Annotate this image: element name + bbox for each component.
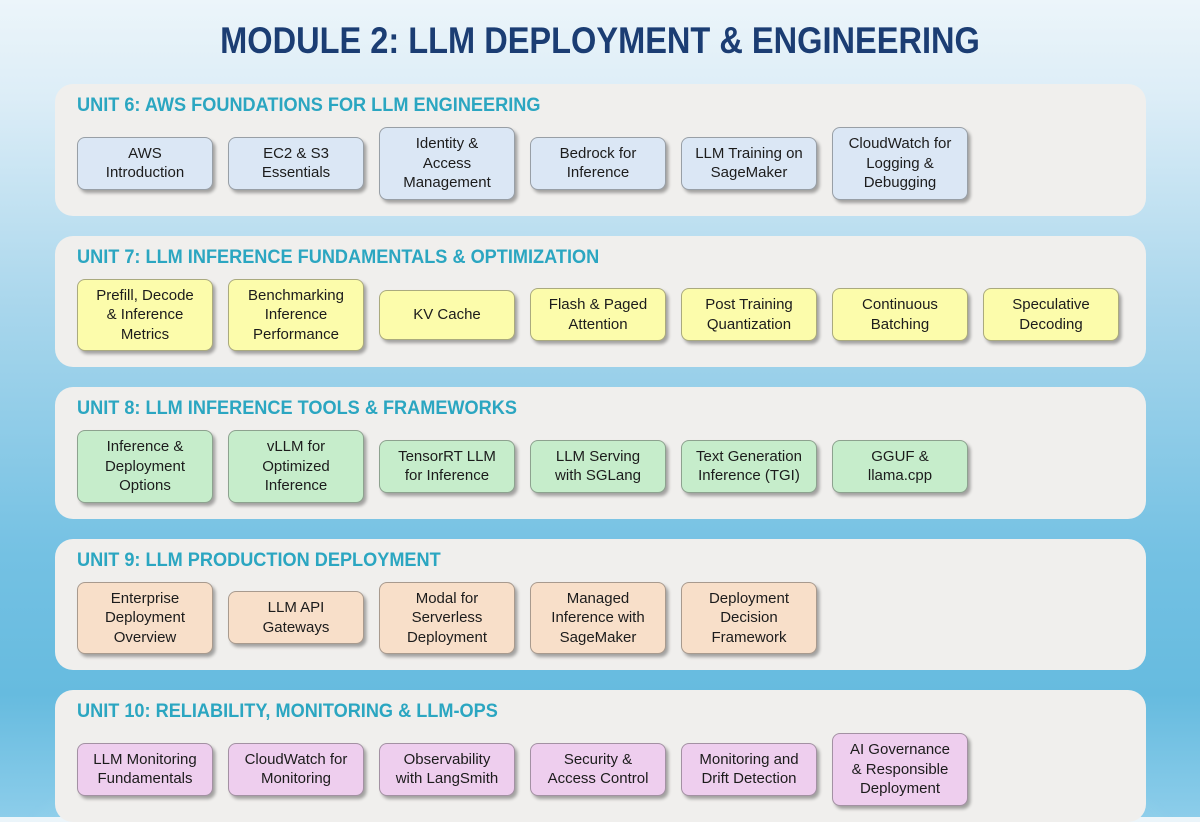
unit-7-course-card: Benchmarking Inference Performance <box>228 278 364 351</box>
unit-9-course-card: Enterprise Deployment Overview <box>77 581 213 654</box>
page-title: MODULE 2: LLM DEPLOYMENT & ENGINEERING <box>220 20 980 61</box>
unit-9-card-row: Enterprise Deployment Overview LLM API Ga… <box>77 581 1124 654</box>
unit-6-panel: UNIT 6: AWS FOUNDATIONS FOR LLM ENGINEER… <box>55 84 1146 216</box>
unit-7-heading: UNIT 7: LLM INFERENCE FUNDAMENTALS & OPT… <box>77 245 600 268</box>
unit-9-course-card: LLM API Gateways <box>228 591 364 645</box>
unit-7-course-card: Prefill, Decode & Inference Metrics <box>77 278 213 351</box>
unit-10-heading: UNIT 10: RELIABILITY, MONITORING & LLM-O… <box>77 700 498 722</box>
unit-8-heading: UNIT 8: LLM INFERENCE TOOLS & FRAMEWORKS <box>77 397 517 419</box>
unit-8-course-card: TensorRT LLM for Inference <box>379 439 515 493</box>
unit-9-course-card: Deployment Decision Framework <box>681 581 817 654</box>
unit-9-heading: UNIT 9: LLM PRODUCTION DEPLOYMENT <box>77 548 441 571</box>
unit-8-course-card: vLLM for Optimized Inference <box>228 430 364 503</box>
unit-6-course-card: Bedrock for Inference <box>530 136 666 190</box>
unit-8-course-card: LLM Serving with SGLang <box>530 439 666 493</box>
unit-8-course-card: GGUF & llama.cpp <box>832 439 968 493</box>
unit-8-course-card: Inference & Deployment Options <box>77 430 213 503</box>
unit-10-panel: UNIT 10: RELIABILITY, MONITORING & LLM-O… <box>55 690 1146 822</box>
unit-6-course-card: Identity & Access Management <box>379 127 515 200</box>
unit-10-course-card: LLM Monitoring Fundamentals <box>77 742 213 796</box>
unit-7-course-card: Flash & Paged Attention <box>530 288 666 342</box>
unit-10-course-card: CloudWatch for Monitoring <box>228 742 364 796</box>
unit-8-panel: UNIT 8: LLM INFERENCE TOOLS & FRAMEWORKS… <box>55 387 1146 519</box>
unit-9-panel: UNIT 9: LLM PRODUCTION DEPLOYMENT Enterpr… <box>55 538 1146 670</box>
unit-10-course-card: Monitoring and Drift Detection <box>681 742 817 796</box>
unit-10-course-card: AI Governance & Responsible Deployment <box>832 733 968 806</box>
unit-9-course-card: Managed Inference with SageMaker <box>530 581 666 654</box>
unit-6-course-card: CloudWatch for Logging & Debugging <box>832 127 968 200</box>
unit-8-course-card: Text Generation Inference (TGI) <box>681 439 817 493</box>
unit-10-course-card: Security & Access Control <box>530 742 666 796</box>
units-container: UNIT 6: AWS FOUNDATIONS FOR LLM ENGINEER… <box>55 84 1146 822</box>
unit-10-course-card: Observability with LangSmith <box>379 742 515 796</box>
unit-6-course-card: AWS Introduction <box>77 136 213 190</box>
unit-6-card-row: AWS Introduction EC2 & S3 Essentials Ident… <box>77 127 1124 200</box>
unit-7-course-card: KV Cache <box>379 289 515 340</box>
unit-7-course-card: Post Training Quantization <box>681 288 817 342</box>
unit-10-card-row: LLM Monitoring Fundamentals CloudWatch fo… <box>77 733 1124 806</box>
unit-7-course-card: Speculative Decoding <box>983 288 1119 342</box>
unit-6-course-card: LLM Training on SageMaker <box>681 136 817 190</box>
unit-7-panel: UNIT 7: LLM INFERENCE FUNDAMENTALS & OPT… <box>55 235 1146 367</box>
unit-9-course-card: Modal for Serverless Deployment <box>379 581 515 654</box>
unit-7-course-card: Continuous Batching <box>832 288 968 342</box>
unit-6-course-card: EC2 & S3 Essentials <box>228 136 364 190</box>
unit-6-heading: UNIT 6: AWS FOUNDATIONS FOR LLM ENGINEER… <box>77 94 541 116</box>
